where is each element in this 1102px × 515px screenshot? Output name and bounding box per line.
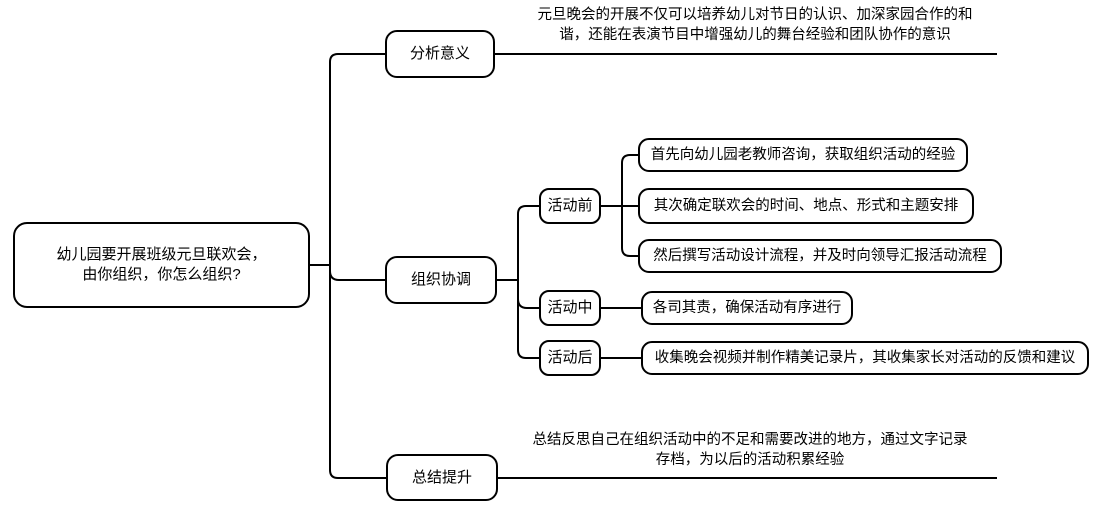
- detail-node-video-feedback[interactable]: 收集晚会视频并制作精美记录片，其收集家长对活动的反馈和建议: [641, 341, 1089, 375]
- connector-branch-to-during: [517, 298, 539, 309]
- connector-trunk-to-organize: [329, 270, 385, 281]
- connector-phase-branch: [517, 205, 539, 359]
- summary-note-text[interactable]: 总结反思自己在组织活动中的不足和需要改进的地方，通过文字记录 存档，为以后的活动…: [532, 432, 968, 468]
- detail-node-write-plan[interactable]: 然后撰写活动设计流程，并及时向领导汇报活动流程: [638, 239, 1002, 273]
- phase-node-before[interactable]: 活动前: [539, 188, 601, 224]
- phase-node-after[interactable]: 活动后: [539, 340, 601, 376]
- phase-node-during[interactable]: 活动中: [539, 290, 601, 326]
- branch-node-analyze[interactable]: 分析意义: [385, 30, 495, 78]
- connector-trunk: [329, 53, 386, 479]
- detail-node-consult-teachers[interactable]: 首先向幼儿园老教师咨询，获取组织活动的经验: [638, 138, 968, 172]
- root-node[interactable]: 幼儿园要开展班级元旦联欢会， 由你组织，你怎么组织?: [13, 222, 310, 308]
- detail-node-time-place-theme[interactable]: 其次确定联欢会的时间、地点、形式和主题安排: [638, 188, 974, 224]
- connector-item-branch: [621, 154, 638, 257]
- detail-node-duties[interactable]: 各司其责，确保活动有序进行: [641, 291, 853, 325]
- analyze-note-text[interactable]: 元旦晚会的开展不仅可以培养幼儿对节日的认识、加深家园合作的和 谐，还能在表演节目…: [537, 7, 973, 43]
- branch-node-organize[interactable]: 组织协调: [385, 256, 497, 304]
- branch-node-summary[interactable]: 总结提升: [386, 454, 498, 501]
